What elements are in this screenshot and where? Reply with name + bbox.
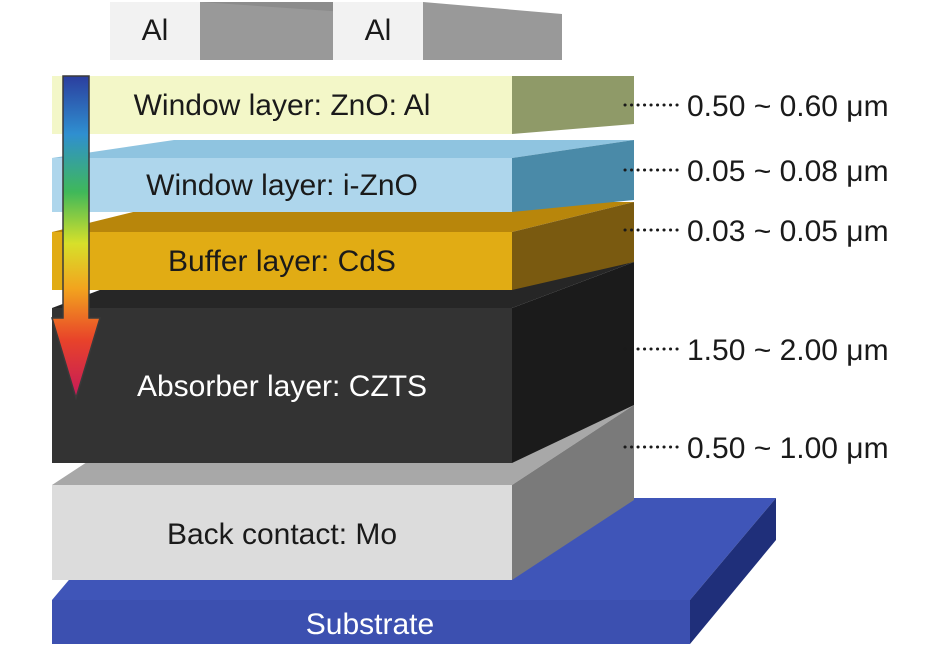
thickness-mo: 0.50 ~ 1.00 μm (687, 432, 889, 465)
electrode-right-side (423, 2, 562, 60)
mo-label: Back contact: Mo (167, 518, 397, 551)
zno-al-label: Window layer: ZnO: Al (134, 89, 431, 122)
thickness-cds: 0.03 ~ 0.05 μm (687, 215, 889, 248)
izno-front (52, 158, 512, 212)
cds-layer: Buffer layer: CdS (52, 202, 634, 290)
czts-side (512, 262, 634, 463)
czts-layer: Absorber layer: CZTS (52, 262, 634, 463)
mo-front (52, 485, 512, 580)
substrate-front (52, 600, 690, 644)
izno-top (52, 140, 634, 158)
thickness-izno: 0.05 ~ 0.08 μm (687, 155, 889, 188)
electrode-right-front (333, 2, 423, 60)
electrode-left-label: Al (142, 14, 169, 47)
czts-front (52, 308, 512, 463)
cds-front (52, 232, 512, 290)
electrode-left-front (110, 2, 200, 60)
zno-al-side (512, 76, 634, 134)
substrate-side (690, 498, 776, 644)
czts-label: Absorber layer: CZTS (137, 370, 427, 403)
light-arrow (50, 75, 102, 401)
zno-al-layer: Window layer: ZnO: Al (52, 76, 634, 134)
electrode-right-label: Al (365, 14, 392, 47)
izno-layer: Window layer: i-ZnO (52, 140, 634, 212)
izno-label: Window layer: i-ZnO (146, 169, 418, 202)
cds-label: Buffer layer: CdS (168, 245, 396, 278)
electrode-left-top (200, 2, 345, 60)
electrode-left: Al (110, 2, 345, 60)
light-arrow-icon (50, 75, 102, 401)
thickness-zno-al: 0.50 ~ 0.60 μm (687, 90, 889, 123)
mo-side (512, 405, 634, 580)
substrate-label: Substrate (306, 608, 434, 641)
thickness-czts: 1.50 ~ 2.00 μm (687, 334, 889, 367)
electrode-right: Al (333, 2, 562, 60)
cds-side (512, 202, 634, 290)
zno-al-front (52, 76, 512, 134)
izno-side (512, 140, 634, 212)
thickness-annotations: 0.50 ~ 0.60 μm 0.05 ~ 0.08 μm 0.03 ~ 0.0… (623, 90, 889, 465)
